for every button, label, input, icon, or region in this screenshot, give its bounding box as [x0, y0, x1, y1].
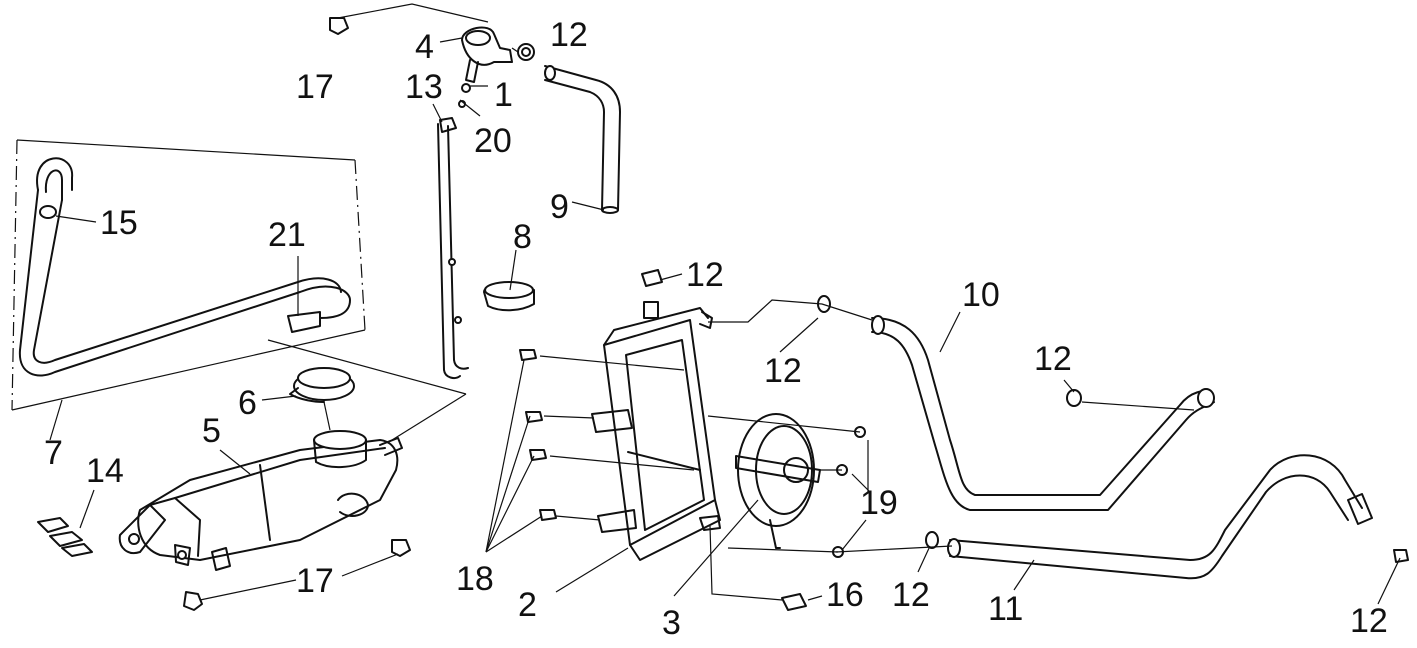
clip-14 — [37, 517, 93, 557]
callout-12-hose10: 12 — [764, 352, 802, 390]
callout-12-top: 12 — [550, 16, 588, 54]
callout-5: 5 — [202, 412, 221, 450]
hose-clamp-12-bottom — [925, 531, 939, 549]
coolant-reservoir — [118, 430, 403, 571]
temperature-sensor — [781, 593, 807, 611]
callout-9: 9 — [550, 188, 569, 226]
callout-10: 10 — [962, 276, 1000, 314]
callout-12-bottom: 12 — [892, 576, 930, 614]
callout-11: 11 — [988, 590, 1023, 628]
bolt-17-bottom-right — [391, 539, 411, 557]
bolt-17-bottom-left — [183, 591, 203, 611]
hose-clamp-12-far-right — [1393, 549, 1409, 563]
hose-clamp-12-radiator-top — [641, 269, 663, 287]
radiator-hose-11 — [947, 454, 1373, 580]
hose-assembly-frame — [11, 139, 366, 411]
hose-clamp-12-right — [1066, 389, 1082, 407]
callout-3: 3 — [662, 604, 681, 642]
reservoir-cap — [289, 367, 355, 403]
callout-labels: 17 4 12 13 1 20 9 15 21 8 12 10 12 12 6 … — [44, 16, 1388, 642]
radiator-hose-10 — [871, 315, 1215, 511]
breather-hose — [18, 157, 351, 377]
bolt-18-set — [519, 349, 557, 521]
callout-4: 4 — [415, 28, 434, 66]
bleeder-pipe — [437, 117, 469, 379]
callout-12-far-right: 12 — [1350, 602, 1388, 640]
callout-21: 21 — [268, 216, 306, 254]
callout-7: 7 — [44, 434, 63, 472]
callout-20: 20 — [474, 122, 512, 160]
filler-neck — [483, 281, 535, 312]
thermostat-housing — [458, 26, 513, 108]
bolt-17-top — [329, 17, 349, 35]
callout-18: 18 — [456, 560, 494, 598]
hose-clamp-12-top — [517, 43, 535, 61]
callout-2: 2 — [518, 586, 537, 624]
callout-16: 16 — [826, 576, 864, 614]
callout-17-top: 17 — [296, 68, 334, 106]
callout-6: 6 — [238, 384, 257, 422]
hose-clamp-15 — [39, 205, 57, 219]
callout-15: 15 — [100, 204, 138, 242]
callout-1: 1 — [494, 76, 513, 114]
leader-lines — [49, 3, 1401, 605]
callout-8: 8 — [513, 218, 532, 256]
radiator — [591, 301, 721, 561]
callout-12-right: 12 — [1034, 340, 1072, 378]
callout-12-radiator: 12 — [686, 256, 724, 294]
callout-14: 14 — [86, 452, 124, 490]
callout-19: 19 — [860, 484, 898, 522]
callout-17-bottom: 17 — [296, 562, 334, 600]
callout-13: 13 — [405, 68, 443, 106]
upper-hose — [544, 65, 621, 214]
cooling-fan — [735, 413, 821, 549]
